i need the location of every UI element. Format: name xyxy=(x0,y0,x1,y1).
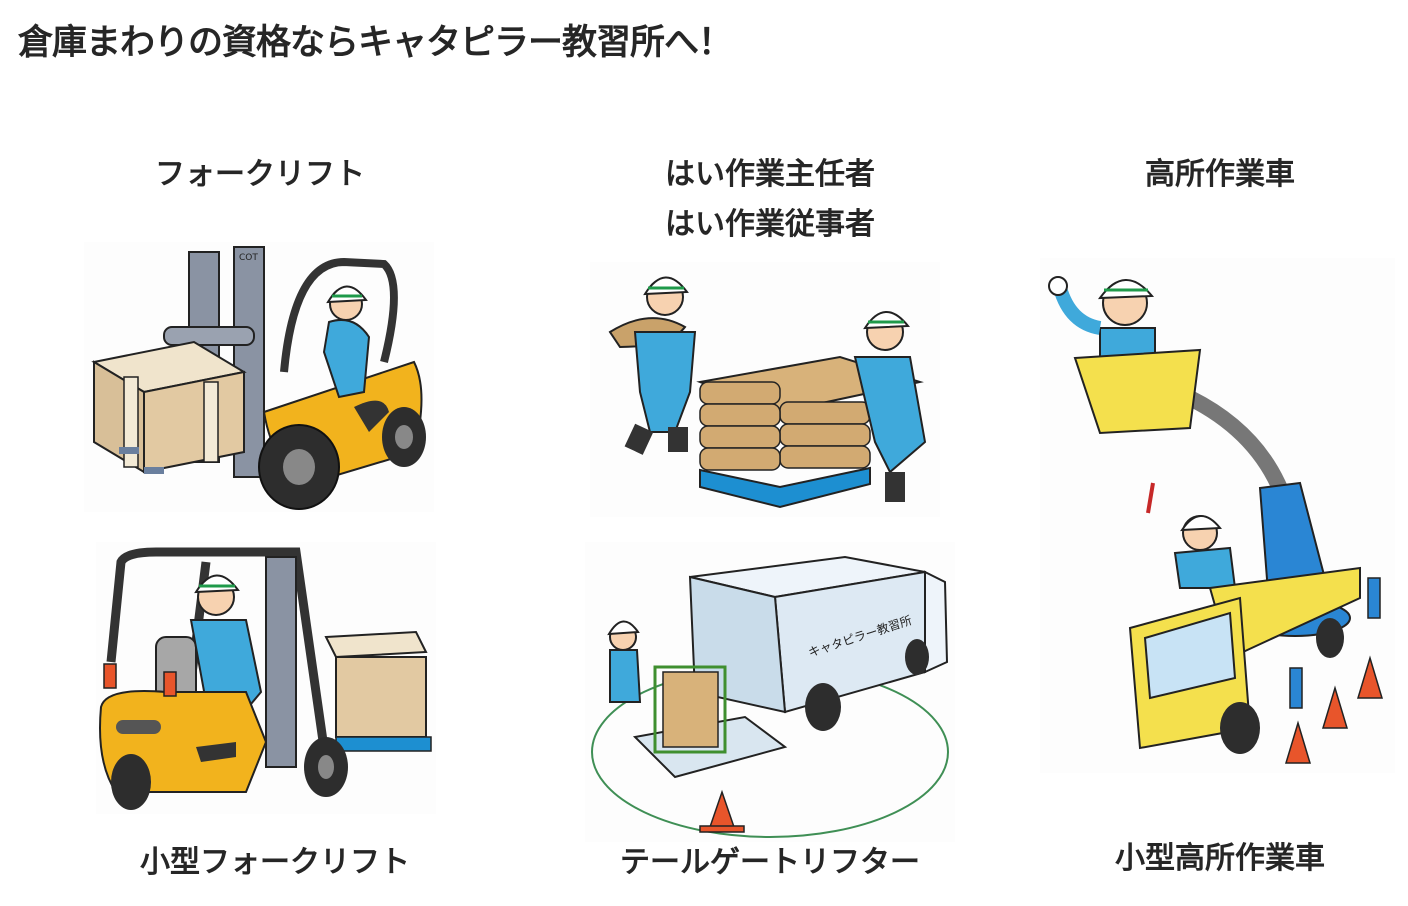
small-forklift-icon xyxy=(99,547,432,810)
label-small-forklift: 小型フォークリフト xyxy=(140,845,410,880)
small-forklift-illustration xyxy=(96,542,436,814)
svg-text:COT: COT xyxy=(239,253,258,263)
tailgate-lifter-truck-illustration: キャタピラー教習所 xyxy=(585,542,955,842)
tailgate-truck-icon: キャタピラー教習所 xyxy=(591,555,949,838)
label-small-aerial-work-vehicle: 小型高所作業車 xyxy=(1115,841,1325,876)
label-forklift: フォークリフト xyxy=(155,157,365,192)
forklift-icon: COT xyxy=(91,246,426,510)
label-tailgate-lifter: テールゲートリフター xyxy=(620,845,920,880)
page-title: 倉庫まわりの資格ならキャタピラー教習所へ！ xyxy=(18,23,733,63)
label-hai-sagyo-jujisha: はい作業従事者 xyxy=(665,207,875,242)
bucket-truck-icon xyxy=(1048,276,1384,764)
label-hai-sagyo-shuninsha: はい作業主任者 xyxy=(665,157,875,192)
workers-stacking-bags-icon xyxy=(608,276,927,509)
aerial-work-platform-illustration xyxy=(1040,258,1395,773)
label-aerial-work-vehicle: 高所作業車 xyxy=(1145,157,1295,192)
forklift-illustration: COT xyxy=(84,242,434,512)
bag-stacking-illustration xyxy=(590,262,940,517)
